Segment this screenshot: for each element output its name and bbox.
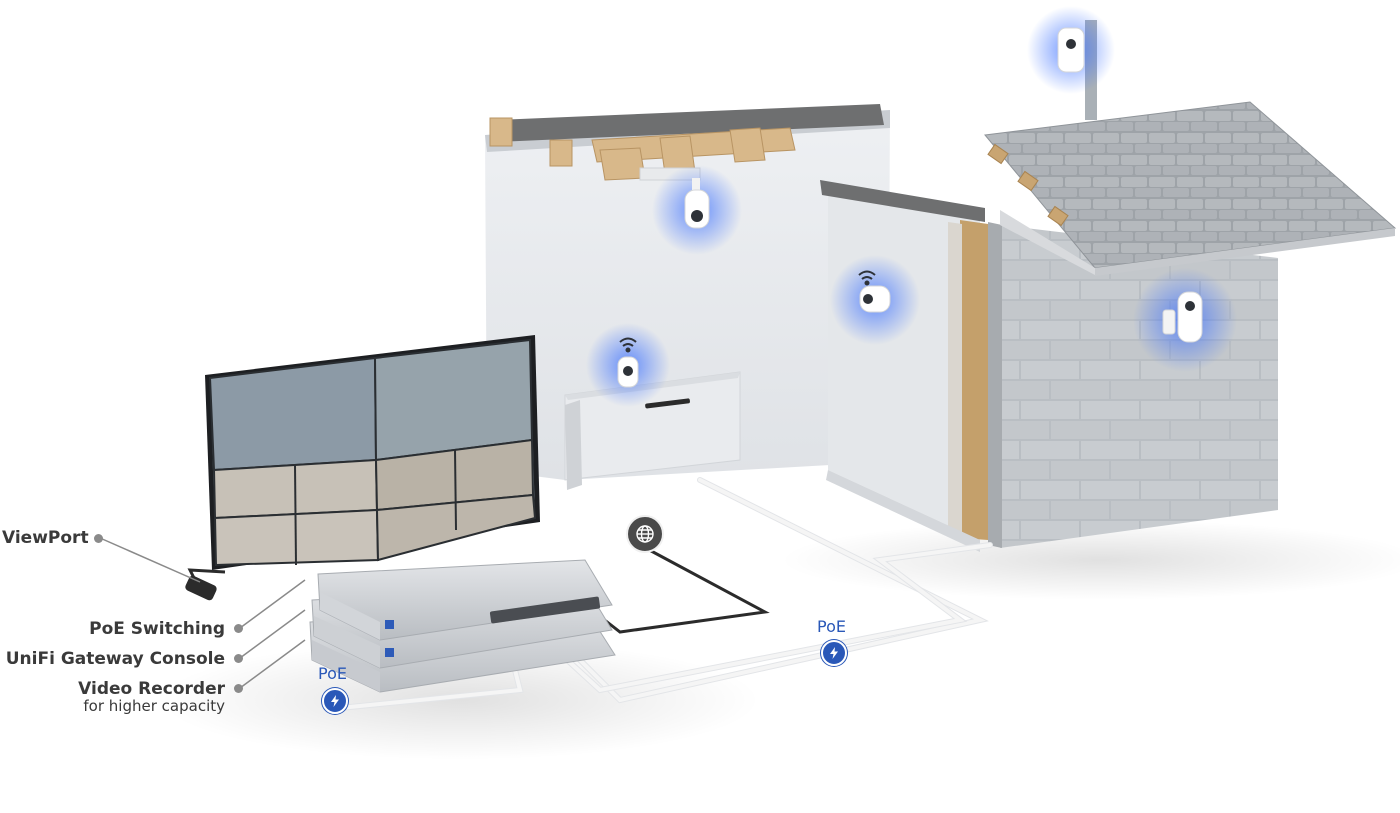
wall-wifi-camera <box>830 255 920 345</box>
monitor-display <box>205 335 540 570</box>
brick-house <box>984 101 1397 548</box>
device-stack <box>309 559 616 693</box>
ground-shadow <box>160 640 760 760</box>
leader-lines <box>99 537 306 689</box>
label-video-recorder: Video Recorder <box>78 679 225 699</box>
switch-ports <box>489 596 601 624</box>
lightning-bolt-icon <box>821 640 847 666</box>
label-poe-switching: PoE Switching <box>89 619 225 639</box>
label-video-recorder-sub: for higher capacity <box>83 697 225 715</box>
internet-cable <box>601 543 770 634</box>
leader-dot <box>234 684 243 693</box>
interior-wall-back <box>485 104 890 480</box>
leader-dot <box>234 624 243 633</box>
ground-shadow <box>780 520 1400 600</box>
label-viewport: ViewPort <box>2 528 89 548</box>
poe-cables <box>337 477 993 711</box>
wifi-icon <box>619 337 637 353</box>
poe-label-left: PoE <box>318 664 347 683</box>
desk-wifi-camera <box>586 323 670 407</box>
ceiling-camera <box>652 165 742 255</box>
pole-camera <box>1027 6 1115 120</box>
brick-wall-camera <box>1133 268 1237 372</box>
interior-wall-middle <box>820 180 988 552</box>
wifi-icon <box>858 270 876 286</box>
poe-label-right: PoE <box>817 617 846 636</box>
leader-dot <box>234 654 243 663</box>
leader-dot <box>94 534 103 543</box>
camera-feed-grid <box>208 338 537 567</box>
globe-icon <box>626 515 664 553</box>
lightning-bolt-icon <box>322 688 348 714</box>
viewport-device <box>185 575 217 601</box>
label-gateway-console: UniFi Gateway Console <box>5 649 225 669</box>
